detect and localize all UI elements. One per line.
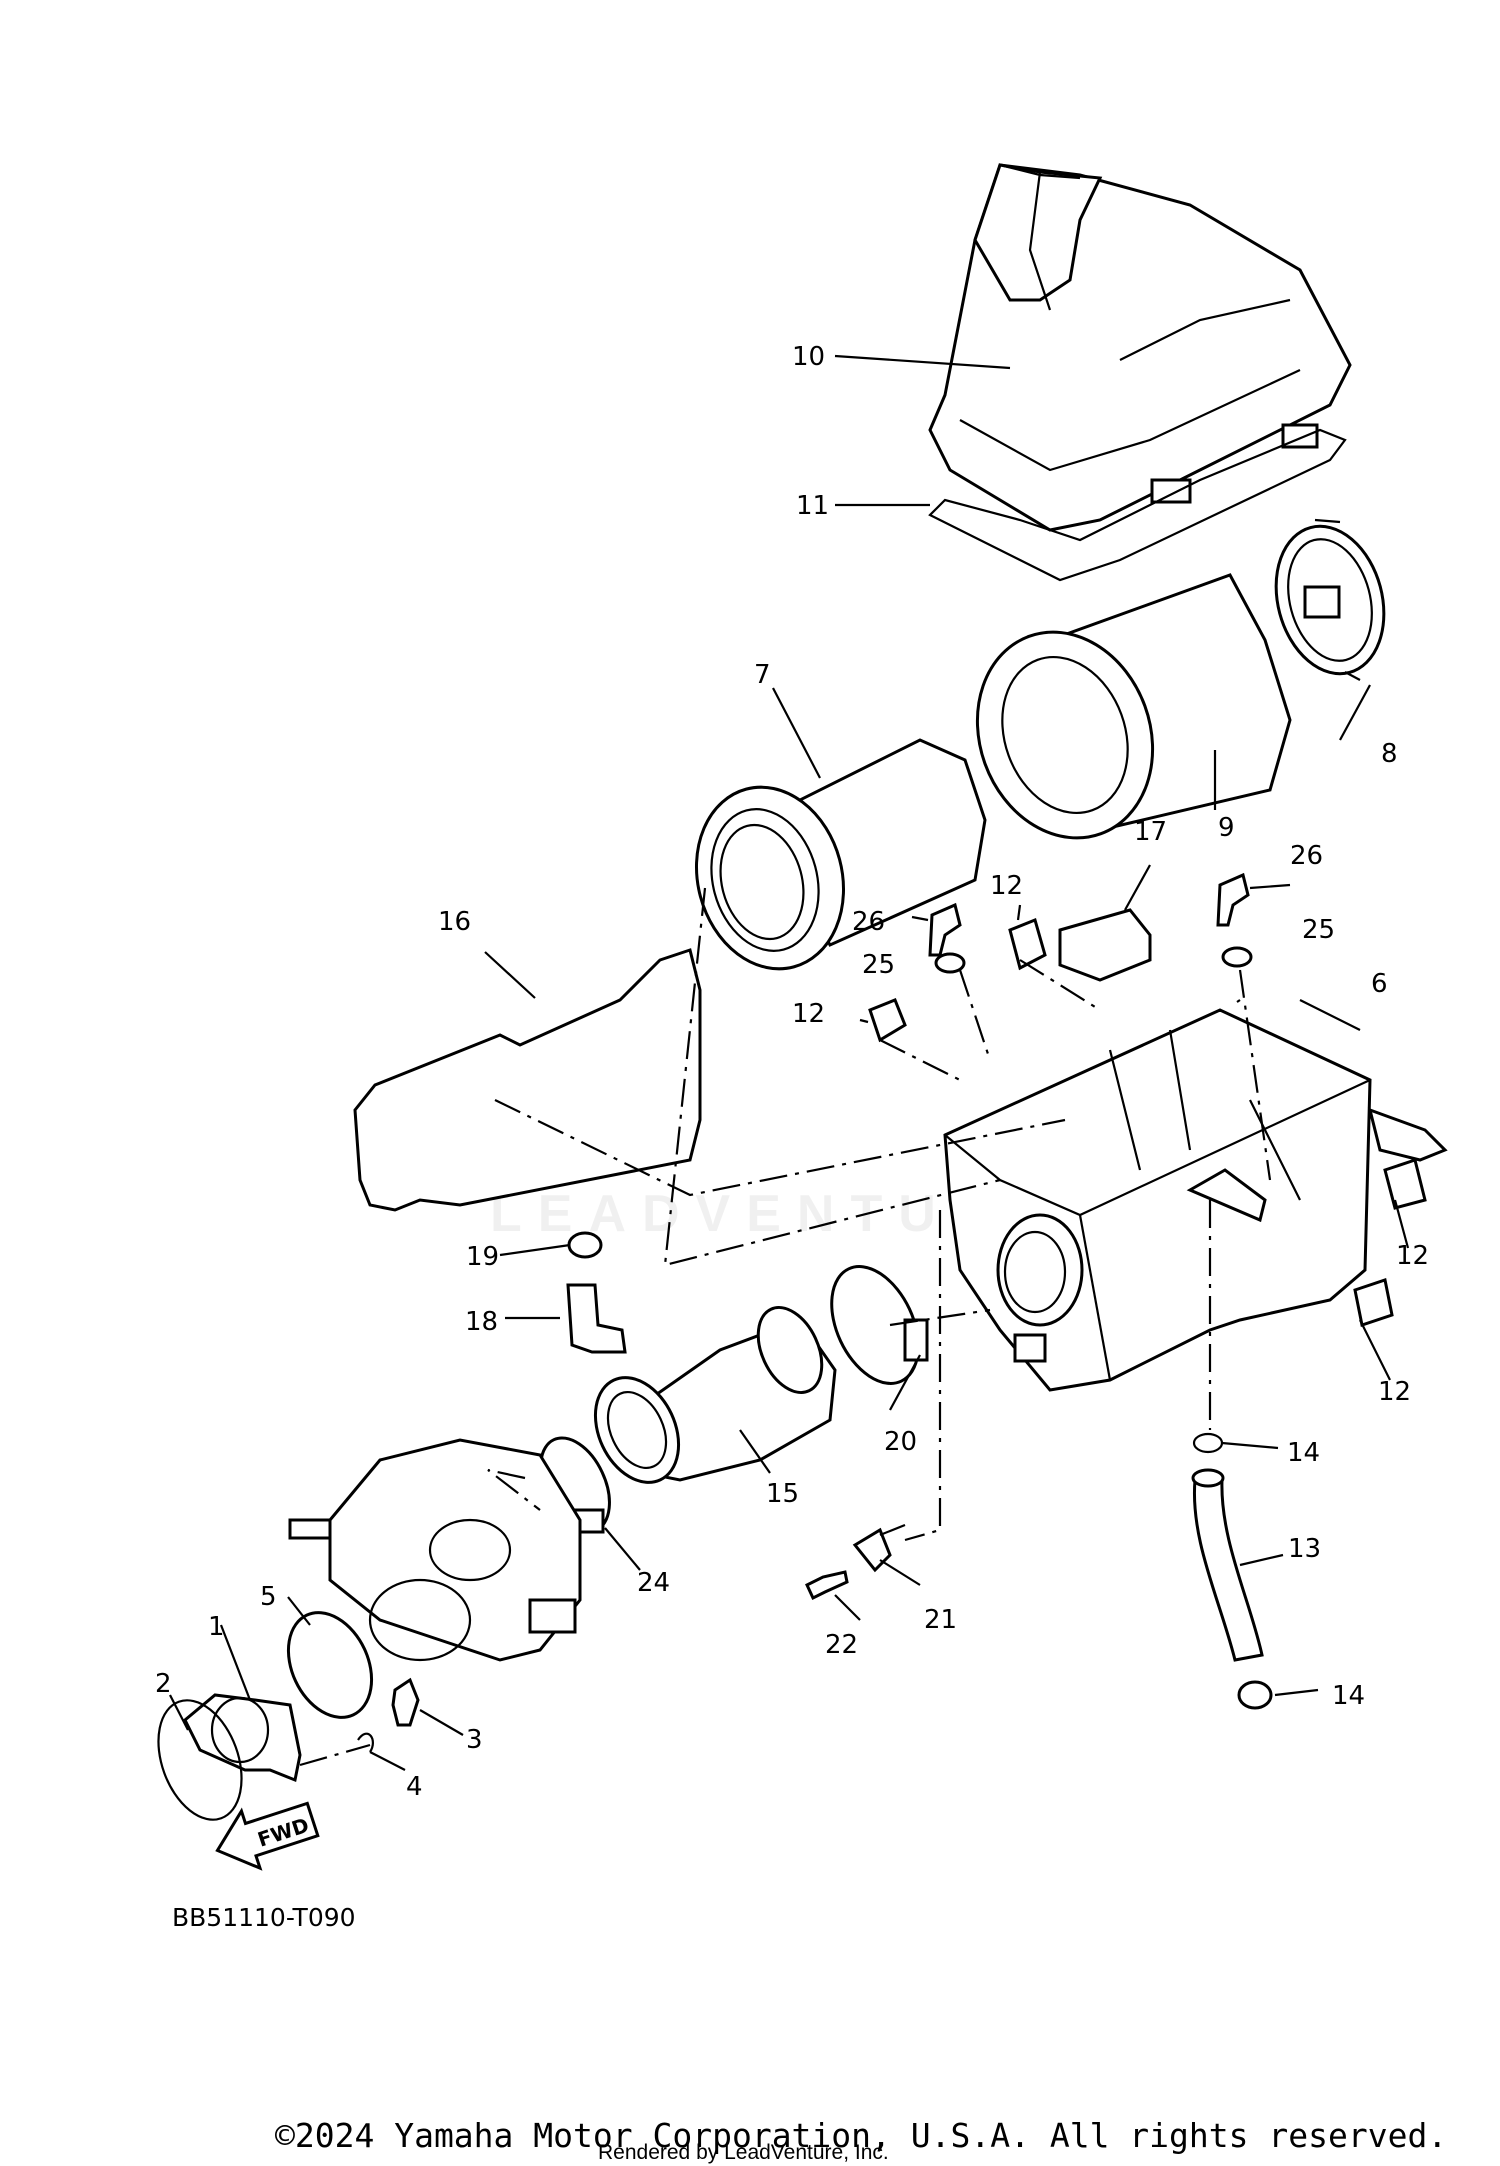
washer-part-4 bbox=[357, 1732, 374, 1753]
callout-25-left: 25 bbox=[862, 950, 895, 980]
inner-filter-part-7 bbox=[694, 738, 987, 971]
callout-25-right: 25 bbox=[1302, 915, 1335, 945]
callout-26-right: 26 bbox=[1290, 841, 1323, 871]
air-box-case-part-6 bbox=[943, 1008, 1448, 1392]
copyright-notice: ©2024 Yamaha Motor Corporation, U.S.A. A… bbox=[275, 2116, 1448, 2155]
callout-11: 11 bbox=[796, 491, 829, 521]
callout-6: 6 bbox=[1371, 969, 1388, 999]
hose-clamp-part-23 bbox=[830, 1265, 929, 1385]
washer-part-25 bbox=[934, 946, 1253, 974]
air-box-cover-part-10 bbox=[928, 163, 1352, 532]
callout-1: 1 bbox=[208, 1612, 225, 1642]
drain-hose-part-13 bbox=[1191, 1468, 1264, 1662]
screw-part-18 bbox=[805, 1570, 849, 1601]
callout-22: 19 bbox=[466, 1242, 499, 1272]
callout-21: 18 bbox=[465, 1307, 498, 1337]
callout-3: 3 bbox=[466, 1725, 483, 1755]
drain-plug-part-14 bbox=[1237, 1680, 1273, 1710]
clip-part-12 bbox=[868, 917, 1427, 1327]
callout-15: 14 bbox=[1287, 1438, 1320, 1468]
callout-18: 22 bbox=[825, 1630, 858, 1660]
callout-13: 13 bbox=[1288, 1534, 1321, 1564]
callout-17: 21 bbox=[924, 1605, 957, 1635]
rendered-by-notice: Rendered by LeadVenture, Inc. bbox=[598, 2141, 889, 2164]
end-cap-part-8 bbox=[1274, 518, 1386, 681]
callout-12-bottom: 12 bbox=[1378, 1377, 1411, 1407]
callout-19: 16 bbox=[438, 907, 471, 937]
elbow-fitting-part-21 bbox=[566, 1283, 627, 1354]
forward-direction-arrow: FWD bbox=[215, 1801, 320, 1871]
callout-14: 14 bbox=[1332, 1681, 1365, 1711]
throttle-body-assembly bbox=[288, 1438, 582, 1662]
callout-4: 4 bbox=[406, 1772, 423, 1802]
callout-10: 10 bbox=[792, 342, 825, 372]
callout-24: 24 bbox=[637, 1568, 670, 1598]
callout-labels: 10 11 7 8 9 17 26 12 26 16 25 25 6 12 19… bbox=[155, 342, 1429, 1802]
clamp-part-5 bbox=[286, 1611, 374, 1719]
callout-12-right: 12 bbox=[1396, 1241, 1429, 1271]
callout-23: 20 bbox=[884, 1427, 917, 1457]
callout-8: 8 bbox=[1381, 739, 1398, 769]
carburetor-joint-part-1 bbox=[183, 1693, 302, 1783]
leader-lines bbox=[169, 354, 1410, 1771]
assembly-lines bbox=[299, 887, 1272, 1767]
o-ring-part-2 bbox=[157, 1699, 243, 1821]
intake-joint-part-20 bbox=[593, 1306, 837, 1484]
callout-20: 15 bbox=[766, 1479, 799, 1509]
callout-2: 2 bbox=[155, 1669, 172, 1699]
callout-26-left: 26 bbox=[852, 907, 885, 937]
callout-5: 5 bbox=[260, 1582, 277, 1612]
callout-9: 9 bbox=[1218, 813, 1235, 843]
bolt-part-26 bbox=[928, 872, 1250, 957]
foam-pad-part-16 bbox=[1058, 908, 1152, 982]
gasket-part-11 bbox=[928, 428, 1347, 582]
side-panel-part-19 bbox=[353, 948, 702, 1212]
callout-12-top: 12 bbox=[990, 871, 1023, 901]
callout-7: 7 bbox=[754, 660, 771, 690]
diagram-code: BB51110-T090 bbox=[172, 1903, 356, 1932]
callout-12-left: 12 bbox=[792, 999, 825, 1029]
outer-filter-part-9 bbox=[975, 573, 1292, 840]
callout-16: 17 bbox=[1134, 817, 1167, 847]
bolt-part-3 bbox=[391, 1677, 420, 1727]
hose-clip-part-15 bbox=[1192, 1432, 1224, 1454]
sensor-part-17 bbox=[852, 1523, 906, 1573]
clamp-part-22 bbox=[567, 1231, 603, 1259]
